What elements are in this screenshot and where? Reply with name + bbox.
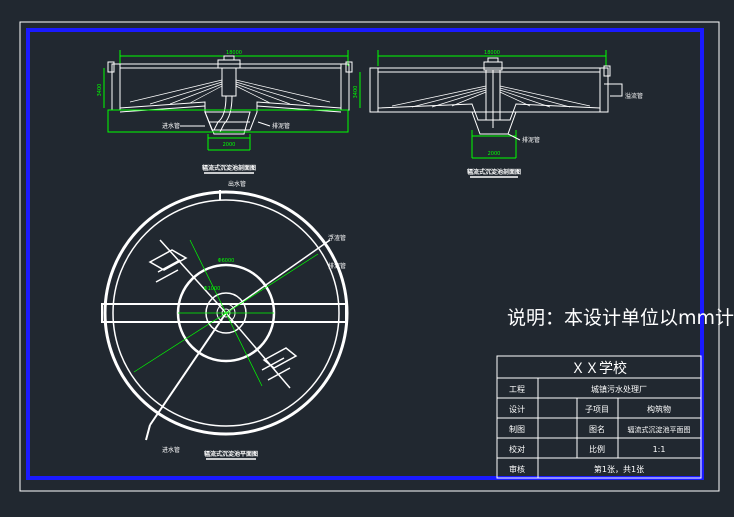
left-top-dimension: 18000 bbox=[226, 50, 242, 56]
right-top-dimension: 18000 bbox=[484, 50, 500, 56]
left-height-dimension: 3400 bbox=[97, 84, 103, 97]
right-height-dimension: 3400 bbox=[353, 86, 359, 99]
plan-outlet-label: 出水管 bbox=[228, 180, 246, 188]
title-row-value: 1:1 bbox=[653, 445, 666, 454]
title-row-mid-label: 子项目 bbox=[585, 405, 609, 414]
plan-scum-label: 浮渣管 bbox=[328, 234, 346, 242]
left-section-view bbox=[103, 50, 353, 151]
right-overflow-label: 溢流管 bbox=[625, 92, 643, 100]
title-row-label: 工程 bbox=[509, 385, 525, 394]
title-row-value: 辐流式沉淀池平面图 bbox=[628, 425, 691, 434]
title-block-school: ＸＸ学校 bbox=[571, 360, 627, 377]
title-row-mid-label: 比例 bbox=[589, 444, 605, 454]
plan-inner-dimension: Φ6000 bbox=[218, 258, 235, 264]
plan-sludge-label: 排泥管 bbox=[328, 262, 346, 270]
right-section-caption: 辐流式沉淀池剖面图 bbox=[467, 168, 521, 176]
title-row-label: 制图 bbox=[509, 424, 525, 434]
right-section-view bbox=[359, 50, 623, 159]
plan-view bbox=[101, 190, 349, 441]
title-row-value: 构筑物 bbox=[647, 404, 671, 414]
plan-caption: 辐流式沉淀池平面图 bbox=[204, 450, 258, 458]
plan-inlet-label: 进水管 bbox=[162, 446, 180, 454]
left-bottom-dimension: 2000 bbox=[223, 142, 236, 148]
title-row-value: 城镇污水处理厂 bbox=[591, 384, 647, 394]
title-row-value: 第1张，共1张 bbox=[594, 464, 644, 474]
left-sludge-label: 排泥管 bbox=[272, 122, 290, 130]
title-block bbox=[496, 355, 702, 479]
title-row-label: 设计 bbox=[509, 404, 525, 414]
title-row-label: 审核 bbox=[509, 464, 525, 474]
right-bottom-dimension: 2000 bbox=[488, 151, 501, 157]
left-inlet-label: 进水管 bbox=[162, 122, 180, 130]
plan-center-dimension: Φ1000 bbox=[204, 286, 221, 292]
right-sludge-label: 排泥管 bbox=[522, 136, 540, 144]
title-row-mid-label: 图名 bbox=[589, 424, 605, 434]
outer-frame bbox=[19, 21, 720, 492]
design-note: 说明：本设计单位以mm计 bbox=[507, 307, 734, 329]
inner-frame bbox=[26, 28, 704, 480]
left-section-caption: 辐流式沉淀池剖面图 bbox=[202, 164, 256, 172]
title-row-label: 校对 bbox=[509, 444, 525, 454]
